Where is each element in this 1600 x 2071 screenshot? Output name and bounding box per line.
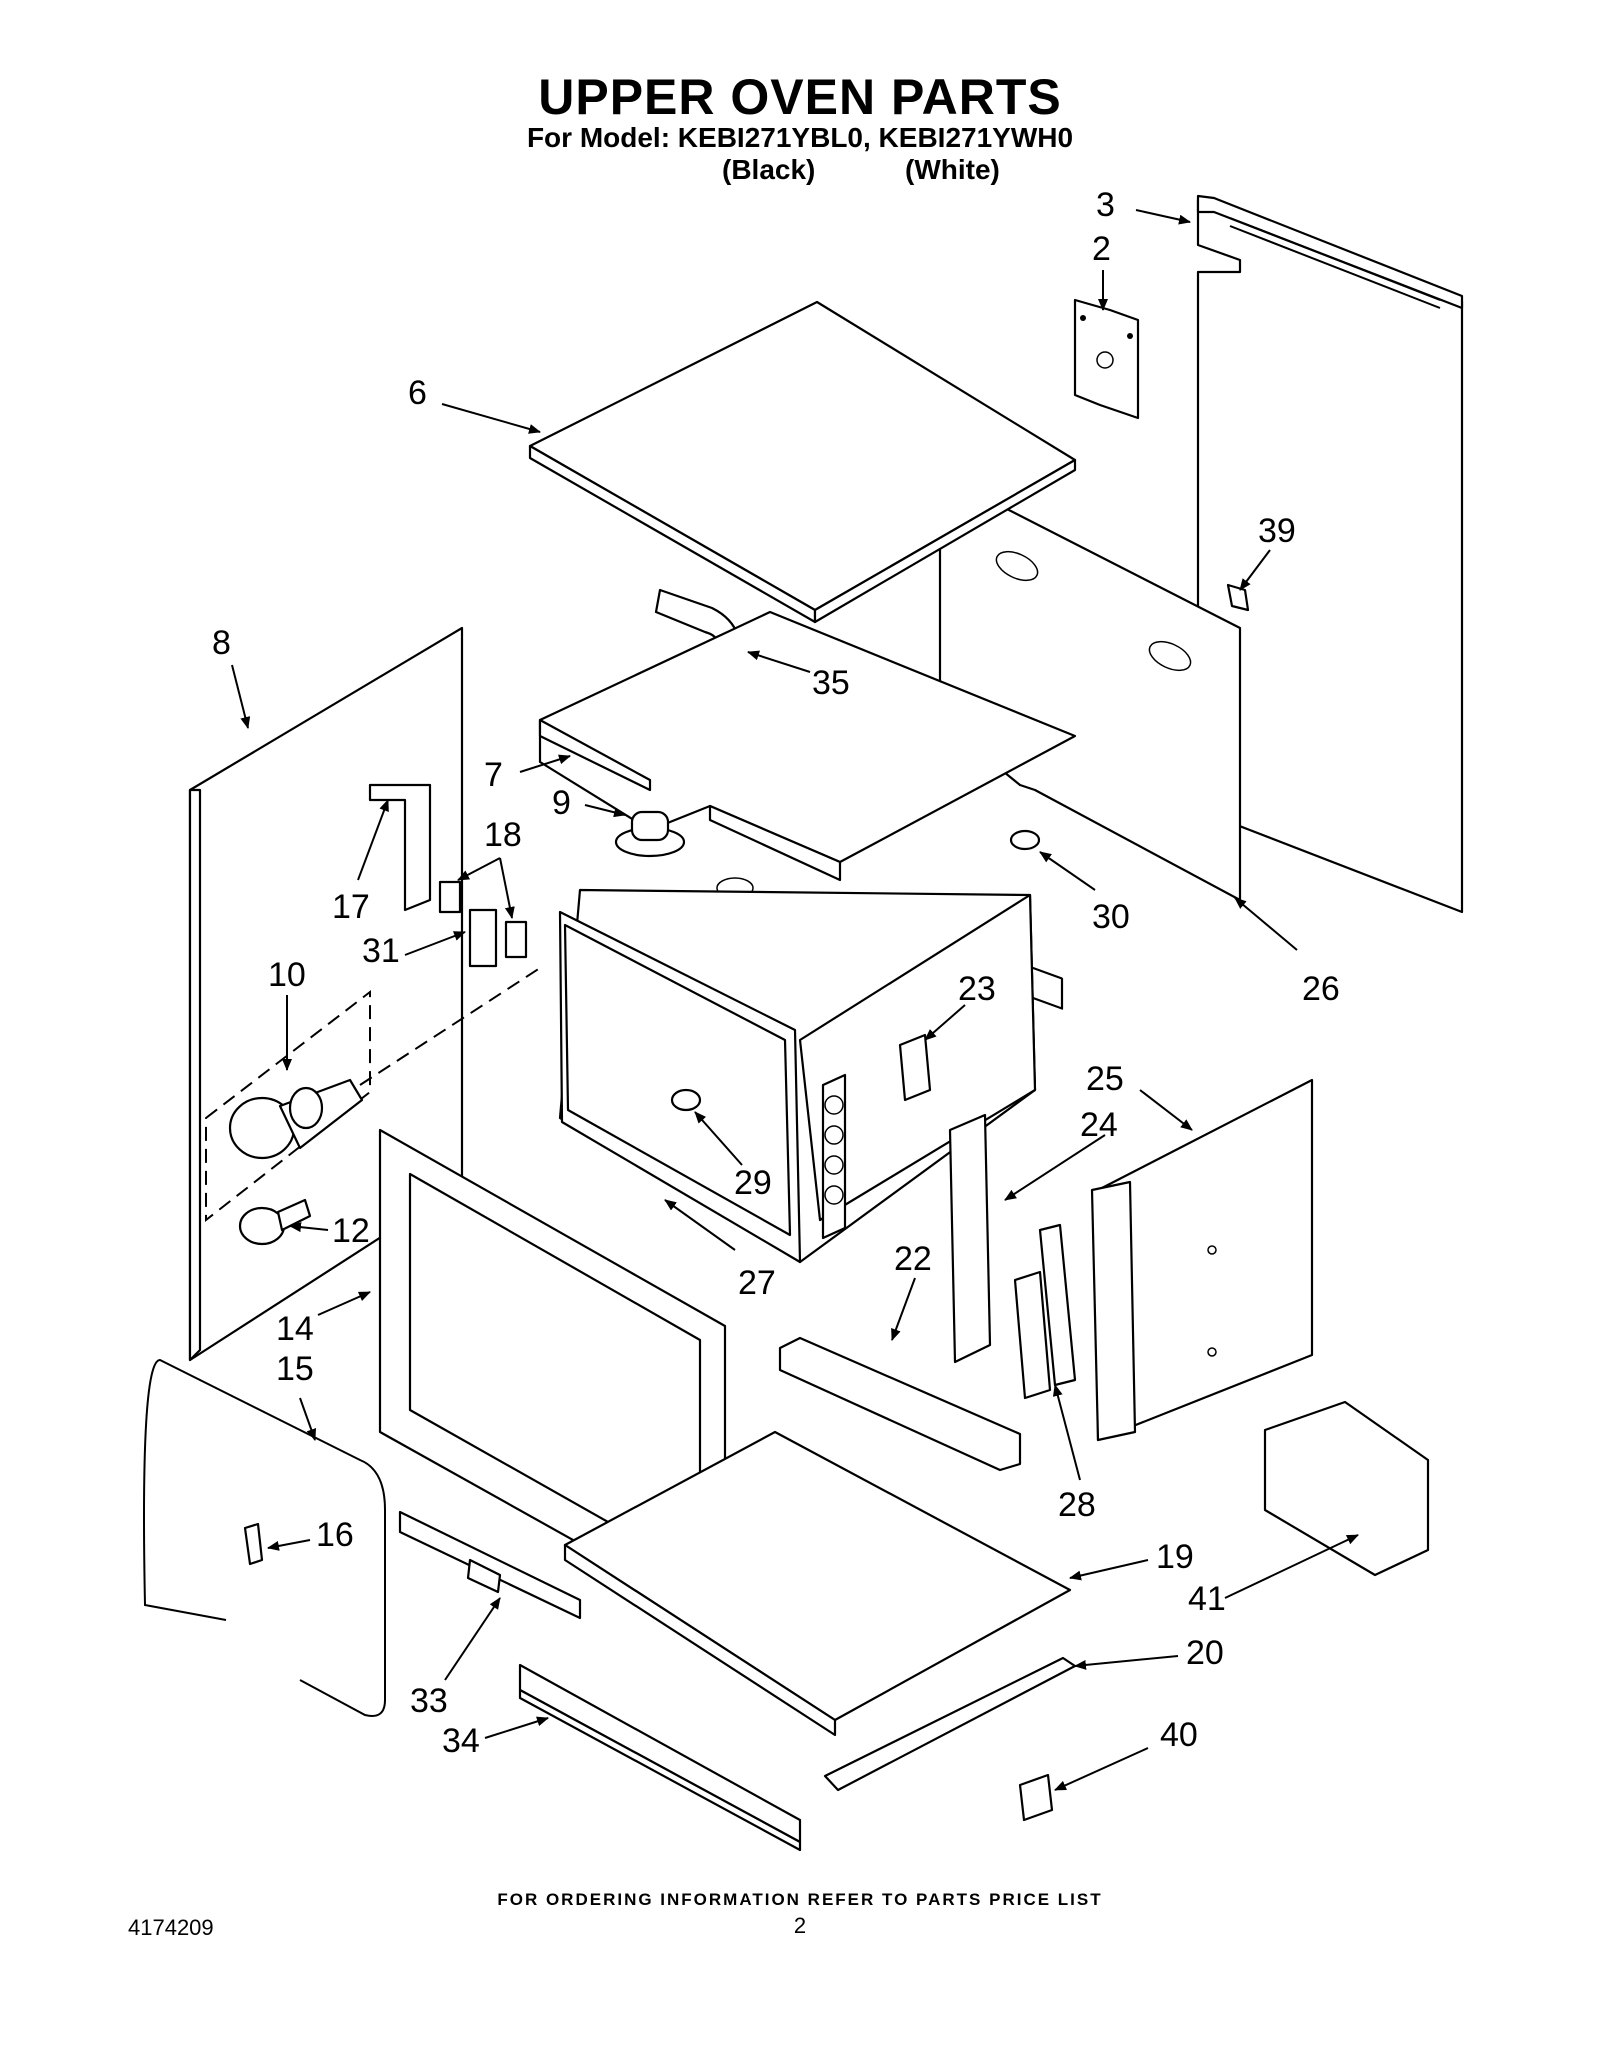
part-7-oven-top-plate — [538, 610, 1077, 882]
callout-17: 17 — [332, 888, 370, 926]
callout-41: 41 — [1188, 1580, 1226, 1618]
part-28-hinge — [1013, 1223, 1077, 1400]
callout-30: 30 — [1092, 898, 1130, 936]
part-31-switch — [468, 908, 498, 968]
callout-2: 2 — [1092, 230, 1111, 268]
callout-15: 15 — [276, 1350, 314, 1388]
callout-40: 40 — [1160, 1716, 1198, 1754]
part-10-light-assembly — [205, 967, 541, 1223]
callout-16: 16 — [316, 1516, 354, 1554]
part-15-gasket — [143, 1358, 386, 1717]
callout-26: 26 — [1302, 970, 1340, 1008]
document-number: 4174209 — [128, 1915, 214, 1940]
variant-white: (White) — [905, 154, 1000, 185]
callout-7: 7 — [484, 756, 503, 794]
callout-24: 24 — [1080, 1106, 1118, 1144]
callout-23: 23 — [958, 970, 996, 1008]
part-40-clip — [1018, 1773, 1054, 1822]
part-29-plug — [670, 1088, 702, 1112]
callout-31: 31 — [362, 932, 400, 970]
part-39-clip — [1226, 583, 1250, 612]
callout-27: 27 — [738, 1264, 776, 1302]
part-19-bottom-panel — [563, 1430, 1072, 1737]
page-title: UPPER OVEN PARTS — [538, 69, 1062, 125]
callout-29: 29 — [734, 1164, 772, 1202]
part-2-bracket — [1073, 298, 1140, 420]
part-30-plug — [1009, 829, 1041, 851]
part-16-clip — [243, 1522, 264, 1566]
part-33-trim — [398, 1510, 582, 1620]
callout-22: 22 — [894, 1240, 932, 1278]
model-line: For Model: KEBI271YBL0, KEBI271YWH0 — [526, 122, 1074, 153]
callout-9: 9 — [552, 784, 571, 822]
callout-20: 20 — [1186, 1634, 1224, 1672]
part-24-hinge-plate — [948, 1113, 992, 1364]
callout-34: 34 — [442, 1722, 480, 1760]
part-22-rail — [778, 1336, 1022, 1472]
callout-6: 6 — [408, 374, 427, 412]
leader-arrows — [231, 209, 1359, 1791]
part-12-bulb — [238, 1198, 312, 1246]
part-23-bracket — [898, 1033, 932, 1102]
callout-19: 19 — [1156, 1538, 1194, 1576]
ordering-note: FOR ORDERING INFORMATION REFER TO PARTS … — [497, 1890, 1103, 1909]
callout-14: 14 — [276, 1310, 314, 1348]
part-3-rear-panel — [1196, 194, 1464, 914]
part-18-bracket — [438, 880, 528, 959]
callout-12: 12 — [332, 1212, 370, 1250]
callout-33: 33 — [410, 1682, 448, 1720]
callout-8: 8 — [212, 624, 231, 662]
part-6-top-panel — [528, 300, 1077, 624]
callout-39: 39 — [1258, 512, 1296, 550]
variant-black: (Black) — [722, 154, 816, 185]
callout-28: 28 — [1058, 1486, 1096, 1524]
part-41-bracket — [1263, 1400, 1430, 1577]
callout-18: 18 — [484, 816, 522, 854]
callout-3: 3 — [1096, 186, 1115, 224]
callout-10: 10 — [268, 956, 306, 994]
part-25-side-wall — [1090, 1078, 1314, 1442]
page-number: 2 — [793, 1913, 807, 1938]
callout-25: 25 — [1086, 1060, 1124, 1098]
part-17-bracket — [368, 783, 432, 912]
callout-labels: 3 2 6 39 8 35 7 9 18 17 30 31 10 26 23 2… — [212, 186, 1340, 1760]
callout-35: 35 — [812, 664, 850, 702]
part-34-kick-plate — [518, 1663, 802, 1852]
